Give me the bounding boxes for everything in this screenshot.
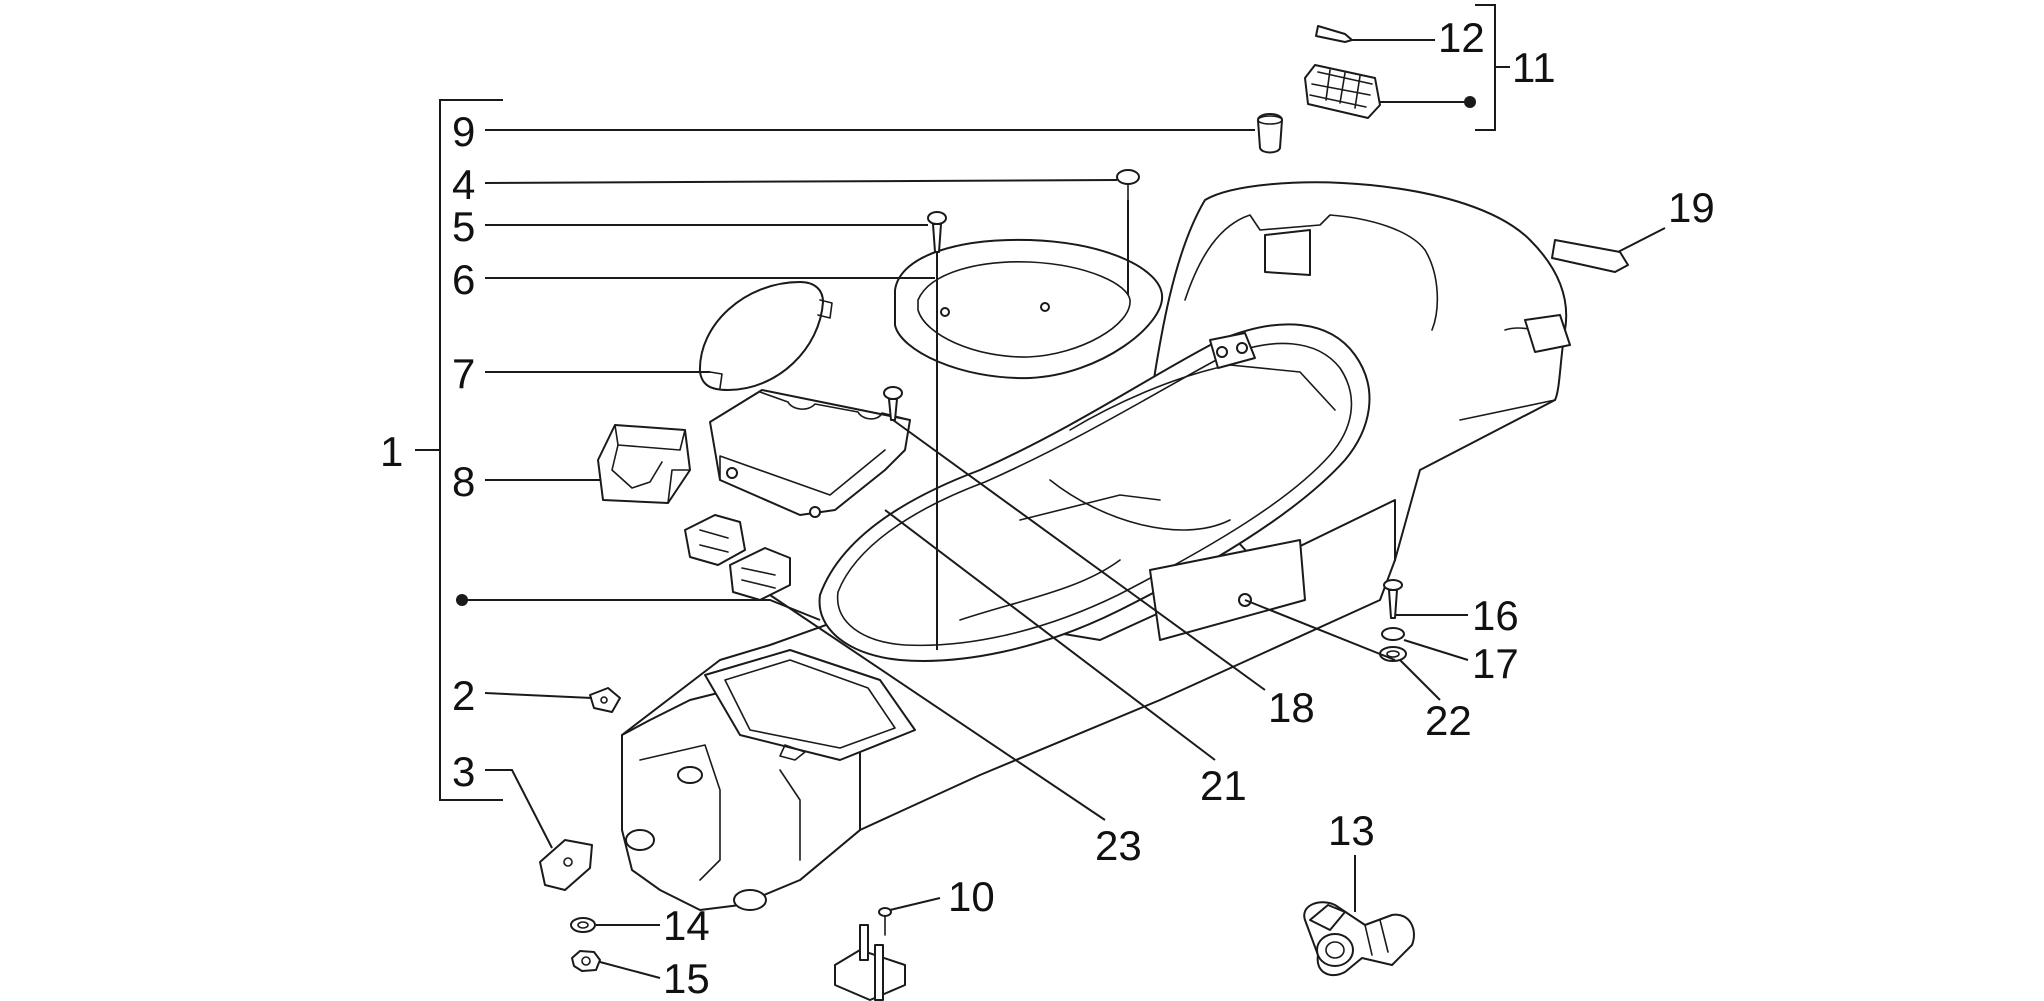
callout-22: 22 [1425, 697, 1472, 744]
leader-lines [415, 4, 1666, 979]
callout-3: 3 [452, 748, 475, 795]
callout-21: 21 [1200, 762, 1247, 809]
pin-12 [1315, 25, 1353, 43]
callout-4: 4 [452, 161, 475, 208]
helmet-compartment-body [621, 181, 1571, 911]
callout-14: 14 [663, 902, 710, 949]
housing-block [1304, 64, 1381, 119]
side-plate [1149, 539, 1306, 641]
callout-7: 7 [452, 350, 475, 397]
screw-5 [927, 211, 947, 253]
washer-14 [570, 917, 596, 933]
bracket-10 [834, 907, 906, 1001]
callout-19: 19 [1668, 184, 1715, 231]
callout-16: 16 [1472, 592, 1519, 639]
nut-15 [571, 950, 601, 972]
screw-4 [1116, 169, 1140, 201]
callout-5: 5 [452, 203, 475, 250]
callout-11: 11 [1512, 44, 1556, 91]
callout-13: 13 [1328, 807, 1375, 854]
rubber-cap [1257, 113, 1283, 154]
screw-16 [1383, 579, 1403, 619]
callout-9: 9 [452, 108, 475, 155]
battery-cover [709, 389, 911, 518]
callout-8: 8 [452, 458, 475, 505]
screw-18 [883, 386, 903, 421]
clip-19 [1551, 239, 1629, 273]
callout-23: 23 [1095, 822, 1142, 869]
clip-2 [589, 687, 621, 713]
callout-12: 12 [1438, 14, 1485, 61]
callout-2: 2 [452, 672, 475, 719]
callout-15: 15 [663, 955, 710, 1001]
callout-17: 17 [1472, 640, 1519, 687]
callout-1: 1 [380, 428, 403, 475]
callout-18: 18 [1268, 684, 1315, 731]
power-socket [1303, 901, 1415, 977]
cup-holder-tray [894, 238, 1164, 380]
flap-cover [698, 281, 833, 391]
callout-labels: 1 2 3 4 5 6 7 8 9 10 11 12 13 14 15 16 1… [380, 14, 1715, 1001]
rear-handle-slot [1264, 229, 1311, 276]
callout-10: 10 [948, 873, 995, 920]
callout-6: 6 [452, 256, 475, 303]
connector-blocks [684, 514, 791, 601]
washer-17 [1381, 627, 1405, 641]
small-box [597, 424, 691, 504]
tub-hinge [1209, 332, 1256, 369]
